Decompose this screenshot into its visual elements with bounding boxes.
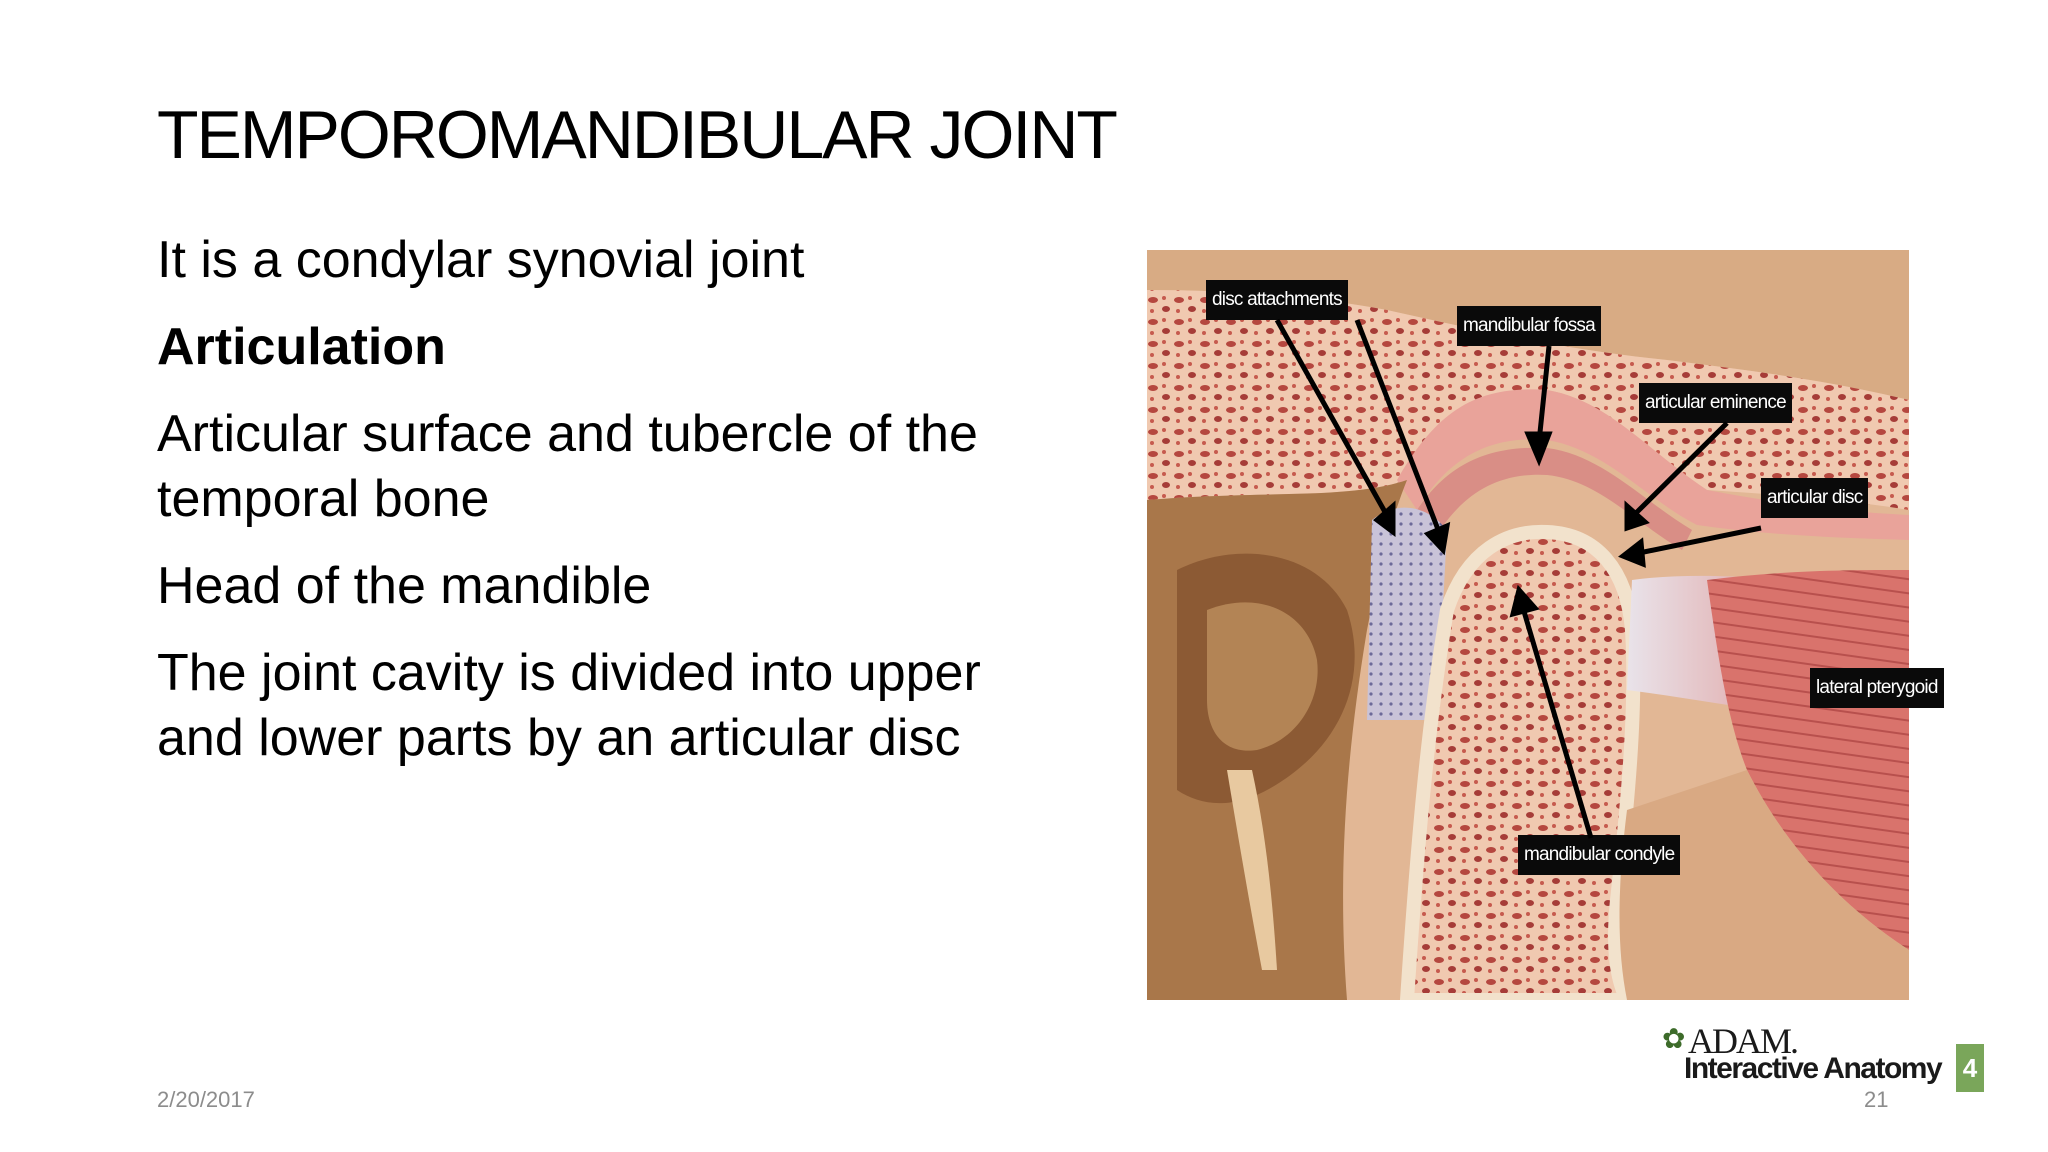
slide-body: It is a condylar synovial joint Articula… <box>157 228 1017 793</box>
logo-version: 4 <box>1956 1044 1984 1092</box>
anatomy-illustration <box>1147 250 1909 1000</box>
body-heading: Articulation <box>157 318 446 376</box>
label-articular-eminence: articular eminence <box>1639 383 1792 423</box>
slide-title: TEMPOROMANDIBULAR JOINT <box>157 97 1118 173</box>
label-articular-disc: articular disc <box>1761 478 1869 518</box>
page-number: 21 <box>1864 1087 1889 1112</box>
label-arrows <box>1274 318 1762 839</box>
footer-date: 2/20/2017 <box>157 1087 255 1112</box>
body-paragraph: Head of the mandible <box>157 557 652 615</box>
body-paragraph: Articular surface and tubercle of the te… <box>157 405 978 528</box>
logo-brand: ADAM. <box>1688 1021 1799 1061</box>
label-mandibular-fossa: mandibular fossa <box>1457 306 1601 346</box>
label-disc-attachments: disc attachments <box>1206 280 1348 320</box>
body-paragraph: The joint cavity is divided into upper a… <box>157 644 981 767</box>
body-paragraph: It is a condylar synovial joint <box>157 231 805 289</box>
logo-product: Interactive Anatomy <box>1684 1052 1943 1085</box>
tmj-anatomy-figure: disc attachments mandibular fossa articu… <box>1147 250 1944 1000</box>
label-mandibular-condyle: mandibular condyle <box>1518 835 1681 875</box>
leaf-icon: ✿ <box>1662 1023 1686 1054</box>
adam-logo: ✿ ADAM. Interactive Anatomy 4 <box>1658 1016 1988 1096</box>
label-lateral-pterygoid: lateral pterygoid <box>1810 668 1944 708</box>
